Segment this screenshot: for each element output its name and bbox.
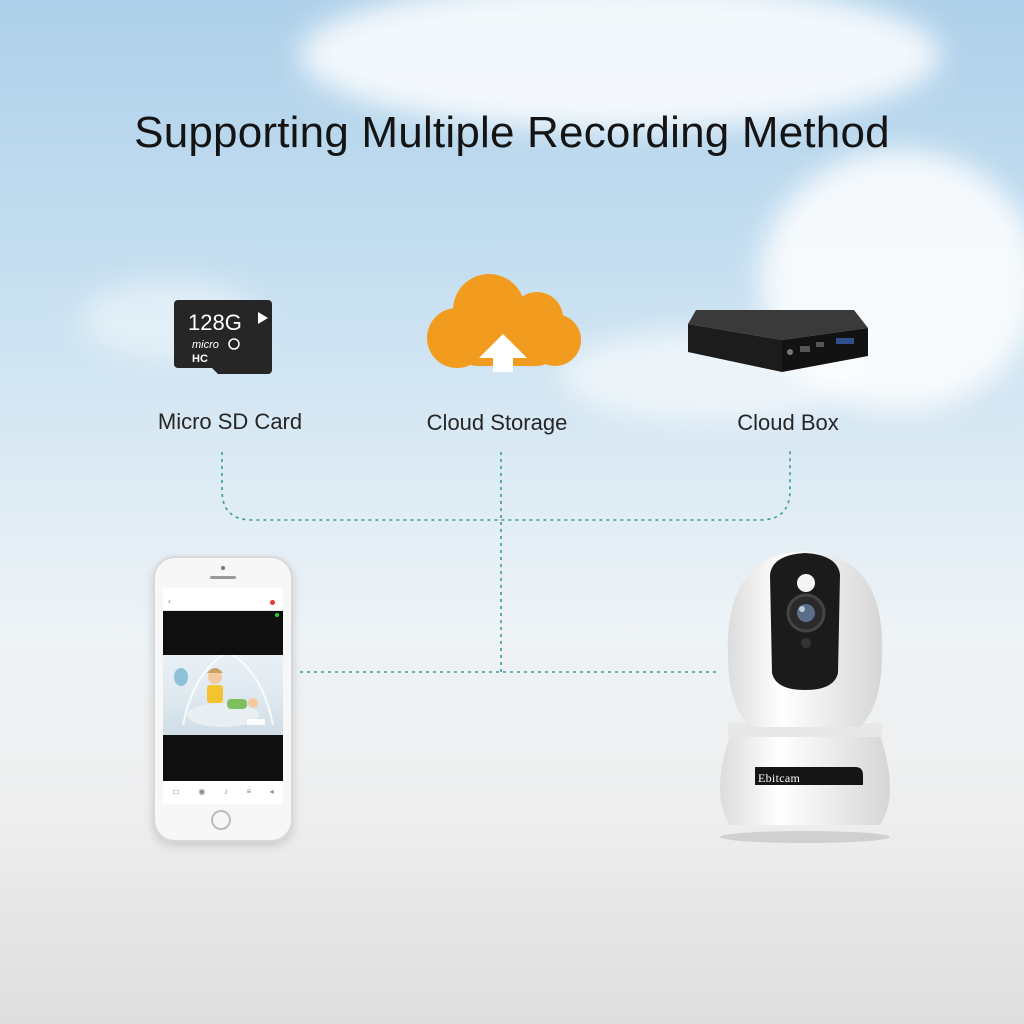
- camera-icon[interactable]: ◉: [198, 786, 206, 796]
- phone-speaker: [210, 576, 236, 579]
- microphone-icon[interactable]: ♪: [223, 786, 228, 796]
- camera-brand-label: Ebitcam: [758, 771, 801, 785]
- micro-sd-card-icon: 128G micro HC: [174, 300, 274, 374]
- app-nav-bar: ‹: [163, 596, 283, 611]
- svg-text:HC: HC: [192, 353, 208, 365]
- phone-screen: ‹ ▭ ◉ ♪ ≡ ◂: [163, 588, 283, 804]
- video-icon[interactable]: ▭: [172, 786, 180, 796]
- app-toolbar: ▭ ◉ ♪ ≡ ◂: [163, 781, 283, 801]
- svg-text:micro: micro: [192, 339, 219, 351]
- video-panel: [163, 611, 283, 655]
- method-label-cloud-box: Cloud Box: [737, 410, 839, 435]
- speaker-icon[interactable]: ◂: [269, 786, 274, 796]
- home-button: [211, 810, 231, 830]
- live-video-frame[interactable]: [163, 654, 283, 735]
- cloud-upload-icon: [425, 270, 581, 372]
- page-title: Supporting Multiple Recording Method: [134, 108, 890, 157]
- smartphone: ‹ ▭ ◉ ♪ ≡ ◂: [153, 556, 293, 842]
- phone-status-bar: [163, 588, 283, 596]
- record-indicator-icon: [270, 600, 275, 605]
- settings-sliders-icon[interactable]: ≡: [246, 786, 252, 796]
- ip-camera: Ebitcam: [700, 545, 910, 850]
- cloud-decoration: [300, 0, 940, 130]
- video-panel: [163, 735, 283, 781]
- sd-capacity-text: 128G: [188, 310, 242, 335]
- cloud-box-device-icon: [686, 306, 870, 381]
- method-label-micro-sd: Micro SD Card: [157, 409, 303, 434]
- phone-camera-dot: [221, 566, 225, 570]
- live-indicator-icon: [275, 613, 279, 617]
- back-chevron-icon[interactable]: ‹: [168, 596, 171, 606]
- method-label-cloud-storage: Cloud Storage: [426, 410, 568, 435]
